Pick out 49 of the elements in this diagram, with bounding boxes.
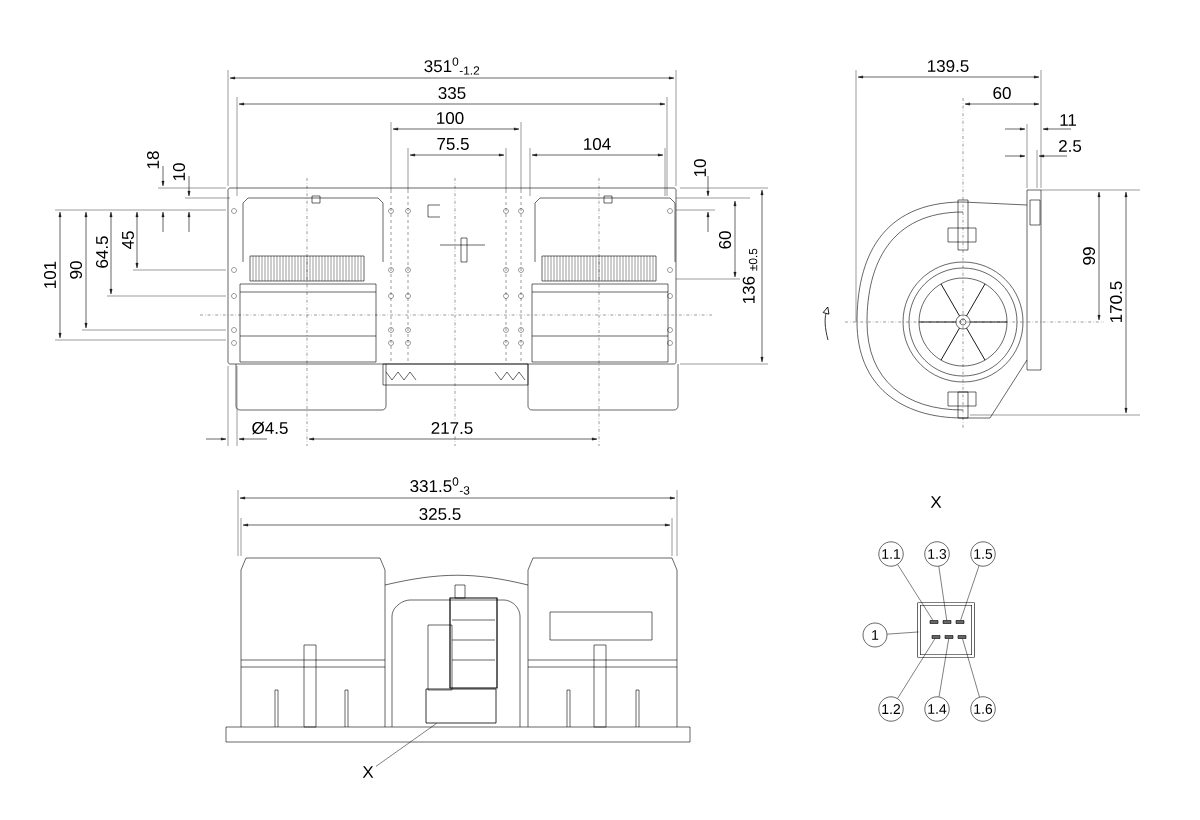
dimension-label: 331.5$^{0}$-3 <box>408 476 472 496</box>
dimension-label: 18 <box>146 149 160 171</box>
callout-number: 1.2 <box>878 696 904 722</box>
connector-pin <box>944 635 954 639</box>
dimension-label: 10 <box>172 161 186 183</box>
dimension-label: Ø4.5 <box>250 420 290 436</box>
dimension-label: 75.5 <box>435 137 471 151</box>
connector-pin <box>931 635 941 639</box>
dimension-label: 335 <box>436 86 468 100</box>
view-label: X <box>362 766 374 778</box>
connector-pin <box>942 620 952 624</box>
callout-number: 1.3 <box>924 541 950 567</box>
dimension-label: 45 <box>121 229 135 251</box>
view-label: X <box>929 495 943 509</box>
dimension-label: 351$^{0}$-1.2 <box>422 56 482 76</box>
callout-number: 1.5 <box>970 541 996 567</box>
leader-line <box>960 565 980 621</box>
dimension-label: 90 <box>69 259 83 281</box>
dimension-label: 101 <box>43 259 57 291</box>
dimension-label: 99 <box>1082 245 1097 267</box>
dimension-label: 325.5 <box>417 507 463 522</box>
callout-number: 1.4 <box>924 696 950 722</box>
dimension-label: 60 <box>991 86 1013 100</box>
connector-pin <box>929 620 939 624</box>
leader-line <box>375 723 437 767</box>
callout-number: 1.1 <box>878 541 904 567</box>
dimension-label: 60 <box>718 229 733 251</box>
connector-housing <box>917 602 975 658</box>
connector-pin <box>955 620 965 624</box>
callout-number: 1 <box>862 622 888 648</box>
leader-line <box>962 638 980 698</box>
dimension-label: 139.5 <box>925 59 971 73</box>
callout-number: 1.6 <box>970 696 996 722</box>
dimension-label: 136 $_{±0.5}$ <box>741 246 759 306</box>
leader-line <box>897 564 934 621</box>
connector-outline <box>425 688 497 724</box>
leader-line <box>887 631 919 635</box>
dimension-label: 2.5 <box>1057 139 1083 153</box>
dimension-label: 10 <box>693 157 708 179</box>
leader-line <box>938 638 949 697</box>
leader-line <box>938 566 947 621</box>
dimension-label: 170.5 <box>1109 279 1124 325</box>
dimension-label: 64.5 <box>95 234 109 270</box>
dimension-label: 11 <box>1058 113 1078 127</box>
dimension-label: 217.5 <box>429 421 475 436</box>
connector-pin <box>957 635 967 639</box>
dimension-label: 100 <box>434 111 466 125</box>
leader-line <box>897 638 936 699</box>
dimension-label: 104 <box>581 137 613 151</box>
